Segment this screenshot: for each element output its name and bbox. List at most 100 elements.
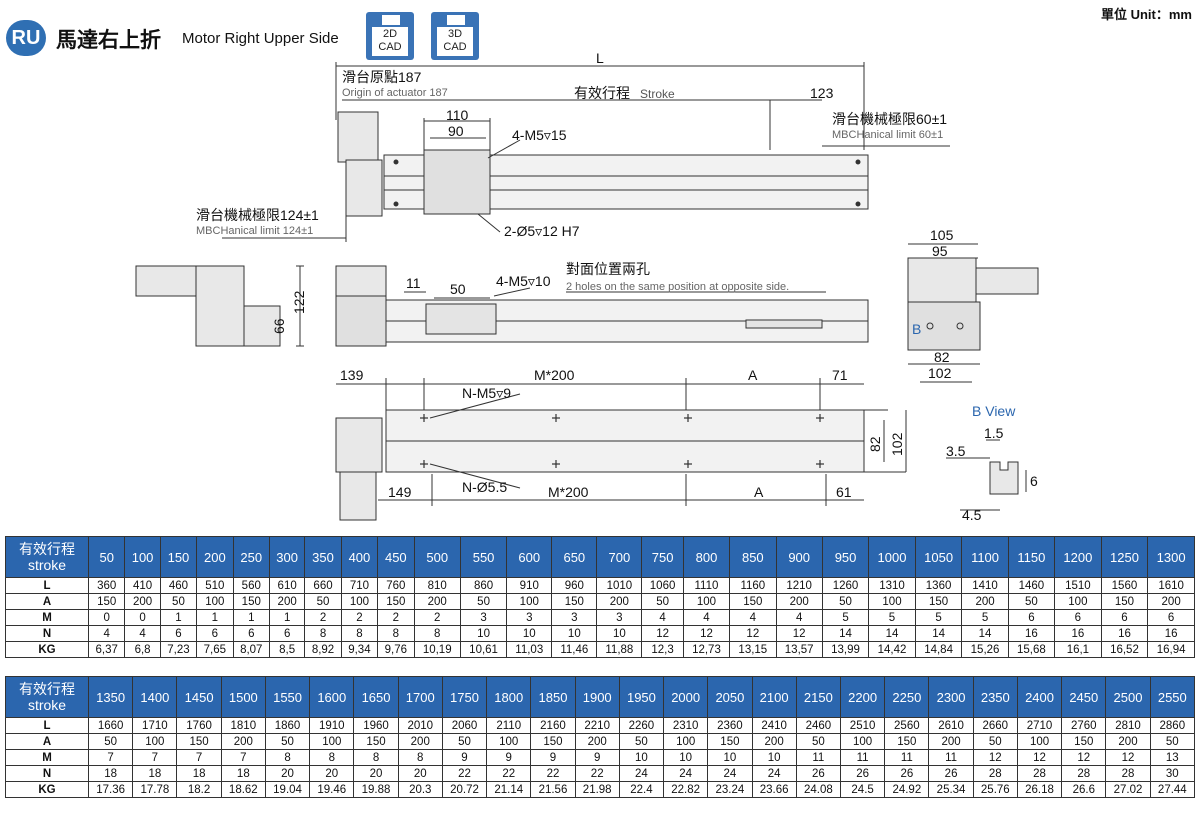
table-cell: 150: [353, 733, 399, 750]
table-cell: 9,34: [340, 641, 379, 658]
table-cell: 19.88: [353, 781, 399, 798]
stroke-header-cn: 有效行程: [19, 681, 75, 697]
table-cell: 28: [1061, 765, 1107, 782]
table-cell: 860: [459, 577, 508, 594]
table-cell: 22: [486, 765, 532, 782]
table-cell: 14: [961, 625, 1009, 642]
table-cell: 150: [176, 733, 222, 750]
table-cell: 150: [530, 733, 576, 750]
table-cell: 12,73: [682, 641, 731, 658]
table-cell: 17.36: [87, 781, 134, 798]
table-cell: 150: [729, 593, 777, 610]
table-cell: 0: [87, 609, 126, 626]
table-cell: 200: [413, 593, 461, 610]
table-cell: 11: [839, 749, 886, 766]
table-cell: 4: [682, 609, 731, 626]
table-cell: 910: [506, 577, 553, 594]
table-cell: 100: [1054, 593, 1102, 610]
dim-50: 50: [450, 281, 466, 297]
stroke-value: 1950: [618, 676, 665, 718]
table-cell: 13,15: [729, 641, 777, 658]
table-cell: 1460: [1007, 577, 1056, 594]
dim-105: 105: [930, 227, 954, 243]
tapped-hole-note-side: 4-M5▿10: [496, 273, 551, 289]
stroke-value: 800: [682, 536, 731, 578]
row-label: N: [5, 625, 89, 642]
stroke-value: 1350: [87, 676, 134, 718]
stroke-value: 1000: [868, 536, 916, 578]
table-cell: 1: [232, 609, 270, 626]
opposite-holes-cn: 對面位置兩孔: [566, 261, 650, 277]
stroke-value: 1400: [132, 676, 178, 718]
table-cell: 2710: [1016, 717, 1063, 734]
cad-3d-line2: CAD: [443, 41, 467, 53]
table-cell: 26.6: [1061, 781, 1107, 798]
table-cell: 1810: [220, 717, 266, 734]
table-cell: 10: [707, 749, 753, 766]
table-cell: 20: [264, 765, 311, 782]
table-cell: 16: [1100, 625, 1149, 642]
tapped-hole-note-bottom: N-M5▿9: [462, 385, 511, 401]
table-cell: 20.3: [397, 781, 443, 798]
table-cell: 16: [1007, 625, 1056, 642]
table-cell: 5: [914, 609, 963, 626]
table-cell: 21.56: [530, 781, 576, 798]
table-cell: 28: [1105, 765, 1151, 782]
b-view-title: B View: [972, 403, 1016, 419]
table-cell: 4: [729, 609, 777, 626]
table-cell: 2510: [839, 717, 886, 734]
table-cell: 6: [268, 625, 306, 642]
table-cell: 1960: [353, 717, 399, 734]
stroke-value: 1700: [397, 676, 443, 718]
stroke-value: 650: [551, 536, 598, 578]
stroke-value: 950: [821, 536, 870, 578]
table-cell: 8,92: [304, 641, 342, 658]
table-cell: 150: [87, 593, 126, 610]
stroke-value: 1900: [574, 676, 620, 718]
table-cell: 4: [775, 609, 823, 626]
stroke-value: 200: [196, 536, 234, 578]
table-cell: 16,94: [1147, 641, 1195, 658]
table-cell: 760: [377, 577, 415, 594]
table-cell: 50: [618, 733, 665, 750]
table-cell: 30: [1149, 765, 1196, 782]
table-cell: 24: [707, 765, 753, 782]
table-cell: 2810: [1105, 717, 1151, 734]
table-cell: 6: [232, 625, 270, 642]
dim-m200-bottom: M*200: [548, 484, 589, 500]
table-cell: 7: [87, 749, 134, 766]
table-cell: 1610: [1147, 577, 1195, 594]
table-cell: 6: [1054, 609, 1102, 626]
table-cell: 15,26: [961, 641, 1009, 658]
table-cell: 100: [682, 593, 731, 610]
dim-110: 110: [446, 107, 469, 123]
table-cell: 22.4: [618, 781, 665, 798]
table-cell: 26: [928, 765, 974, 782]
dim-102-end: 102: [928, 365, 952, 381]
table-cell: 2660: [972, 717, 1018, 734]
table-cell: 200: [397, 733, 443, 750]
table-cell: 50: [1149, 733, 1196, 750]
table-cell: 26.18: [1016, 781, 1063, 798]
stroke-value: 400: [340, 536, 379, 578]
table-cell: 50: [304, 593, 342, 610]
table-cell: 26: [839, 765, 886, 782]
table-cell: 11: [928, 749, 974, 766]
limit-left-cn: 滑台機械極限124±1: [196, 207, 319, 223]
table-cell: 200: [928, 733, 974, 750]
table-cell: 18: [87, 765, 134, 782]
table-cell: 9,76: [377, 641, 415, 658]
row-label: N: [5, 765, 89, 782]
table-cell: 6,37: [87, 641, 126, 658]
table-cell: 2160: [530, 717, 576, 734]
dim-71: 71: [832, 367, 848, 383]
table-cell: 2560: [884, 717, 930, 734]
table-cell: 22: [441, 765, 488, 782]
origin-label-cn: 滑台原點187: [342, 69, 422, 85]
